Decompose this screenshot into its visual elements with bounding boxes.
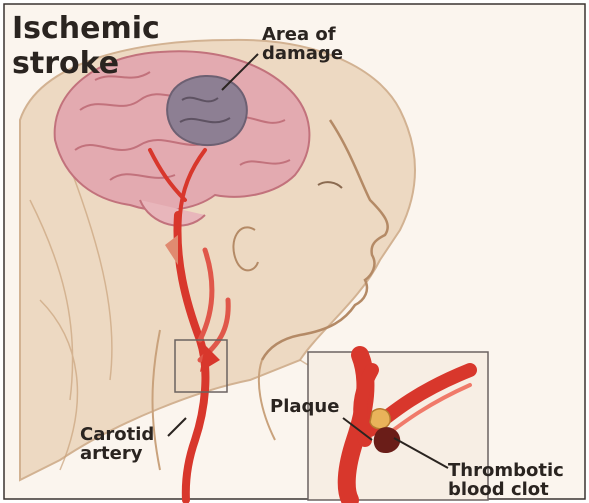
plaque-deposit: [370, 409, 390, 429]
damage-area: [167, 76, 247, 145]
label-area-of-damage: Area of damage: [262, 26, 343, 64]
title-line-1: Ischemic: [12, 12, 160, 47]
label-carotid-artery: Carotid artery: [80, 426, 154, 464]
label-thrombotic-line-2: blood clot: [448, 481, 564, 500]
label-plaque: Plaque: [270, 398, 339, 417]
label-thrombotic-blood-clot: Thrombotic blood clot: [448, 462, 564, 500]
diagram-title: Ischemic stroke: [12, 12, 160, 81]
title-line-2: stroke: [12, 47, 160, 82]
label-carotid-artery-line-2: artery: [80, 445, 154, 464]
label-area-of-damage-line-2: damage: [262, 45, 343, 64]
